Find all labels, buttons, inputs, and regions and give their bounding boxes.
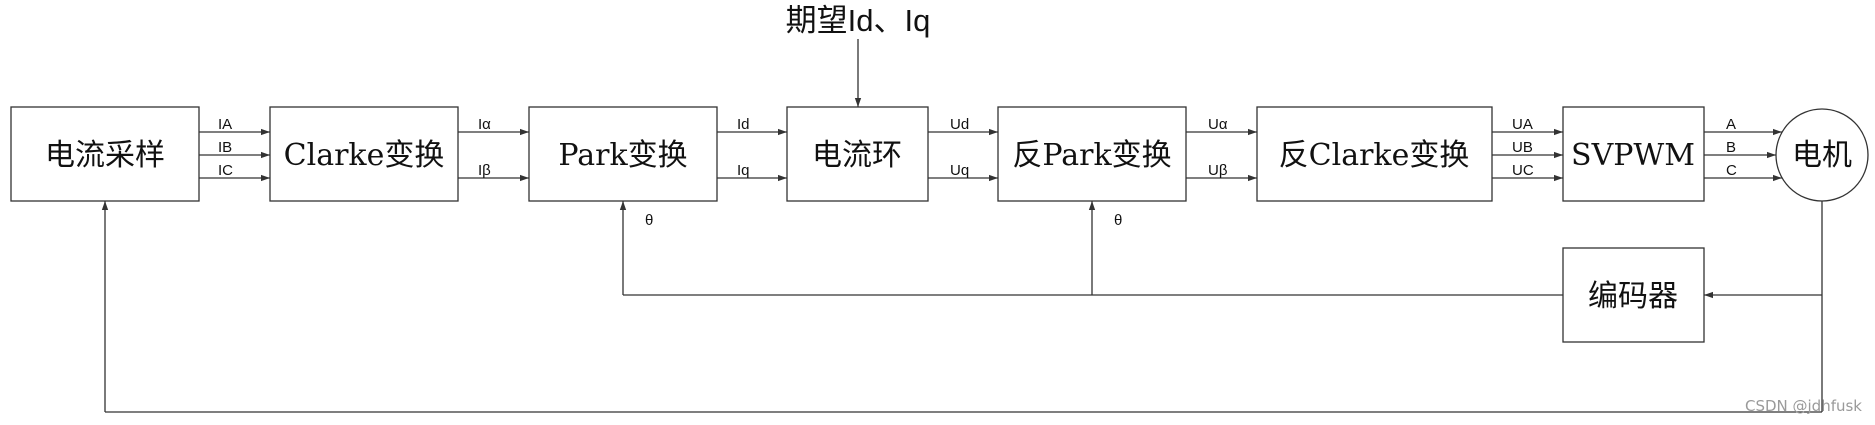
signal-ua-label: UA — [1512, 116, 1533, 133]
block-encoder: 编码器 — [1562, 247, 1705, 343]
block-motor-label: 电机 — [1792, 138, 1852, 173]
signal-iq-label: Iq — [737, 162, 750, 179]
signal-i-beta-label: Iβ — [478, 162, 491, 179]
connector-inverse-clarke-to-svpwm — [1492, 128, 1563, 182]
signal-ic-label: IC — [218, 162, 233, 179]
encoder-theta-lines — [619, 201, 1563, 296]
block-park-transform-label: Park变换 — [558, 138, 687, 173]
signal-uc-label: UC — [1512, 162, 1534, 179]
connector-inverse-park-to-inverse-clarke — [1186, 128, 1257, 182]
connector-svpwm-to-motor — [1704, 128, 1782, 182]
block-current-sampling: 电流采样 — [10, 106, 200, 202]
signal-ia-label: IA — [218, 116, 232, 133]
theta-park-label: θ — [645, 212, 653, 229]
block-inverse-clarke-transform-label: 反Clarke变换 — [1279, 138, 1470, 173]
signal-ud-label: Ud — [950, 116, 969, 133]
theta-inverse-park-label: θ — [1114, 212, 1122, 229]
block-clarke-transform-label: Clarke变换 — [284, 138, 445, 173]
watermark: CSDN @jdhfusk — [1745, 397, 1862, 415]
block-motor: 电机 — [1775, 108, 1869, 202]
block-inverse-clarke-transform: 反Clarke变换 — [1256, 106, 1493, 202]
desired-id-iq-label: 期望Id、Iq — [786, 3, 931, 38]
connector-sampling-to-clarke — [199, 128, 270, 182]
signal-uq-label: Uq — [950, 162, 969, 179]
block-park-transform: Park变换 — [528, 106, 718, 202]
signal-u-beta-label: Uβ — [1208, 162, 1228, 179]
signal-i-alpha-label: Iα — [478, 116, 491, 133]
connector-loop-to-inverse-park — [928, 128, 998, 182]
block-current-sampling-label: 电流采样 — [45, 138, 165, 173]
block-svpwm-label: SVPWM — [1571, 138, 1695, 173]
connector-park-to-loop — [717, 128, 787, 182]
signal-u-alpha-label: Uα — [1208, 116, 1228, 133]
signal-id-label: Id — [737, 116, 750, 133]
signal-ub-label: UB — [1512, 139, 1533, 156]
signal-ib-label: IB — [218, 139, 232, 156]
block-inverse-park-transform: 反Park变换 — [997, 106, 1187, 202]
block-inverse-park-transform-label: 反Park变换 — [1012, 138, 1171, 173]
block-current-loop-label: 电流环 — [812, 138, 902, 173]
block-encoder-label: 编码器 — [1588, 279, 1678, 314]
block-clarke-transform: Clarke变换 — [269, 106, 459, 202]
signal-b-label: B — [1726, 139, 1736, 156]
block-svpwm: SVPWM — [1562, 106, 1705, 202]
motor-feedback-lines — [101, 201, 1823, 413]
signal-a-label: A — [1726, 116, 1736, 133]
block-current-loop: 电流环 — [786, 106, 929, 202]
connector-clarke-to-park — [458, 128, 529, 182]
signal-c-label: C — [1726, 162, 1737, 179]
